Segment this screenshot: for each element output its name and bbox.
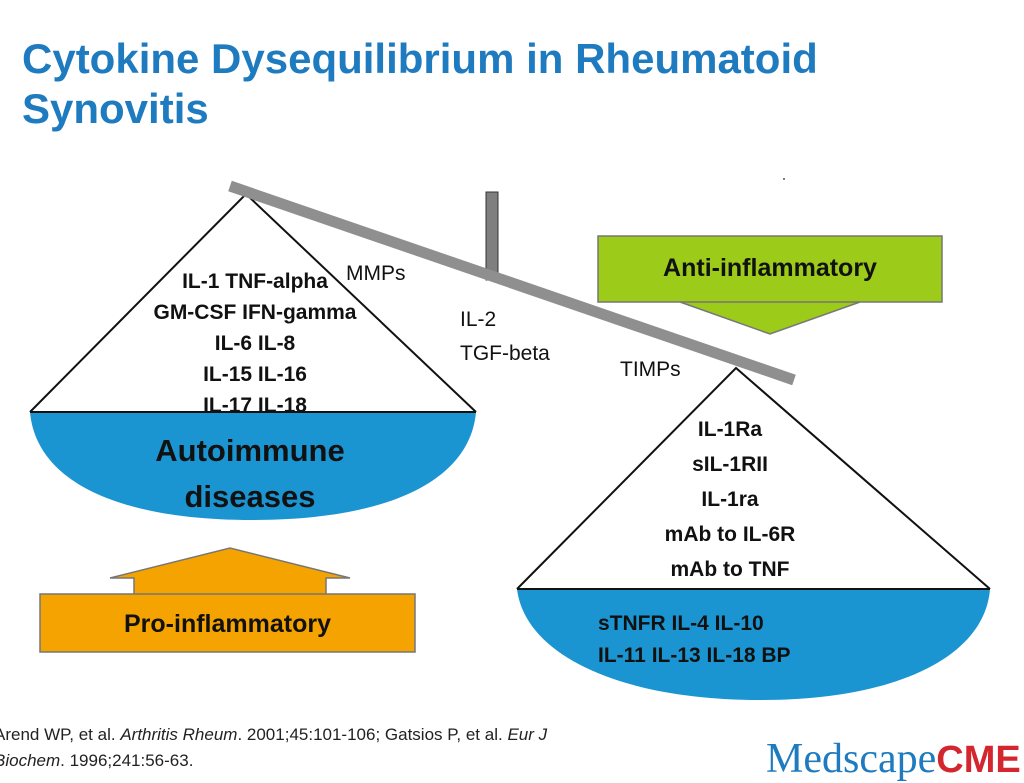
pro-cytokine-item: IL-1 TNF-alpha (182, 270, 328, 293)
anti-mediator-item: IL-1Ra (697, 418, 763, 441)
citation-text: . 2001;45:101-106; Gatsios P, et al. (237, 725, 508, 744)
left-bowl (30, 412, 476, 520)
slide-title: Cytokine Dysequilibrium in Rheumatoid Sy… (22, 34, 982, 134)
anti-bowl-text: sTNFR IL-4 IL-10 IL-11 IL-13 IL-18 BP (598, 608, 928, 672)
autoimmune-diseases-label: Autoimmune diseases (80, 428, 420, 520)
timps-label: TIMPs (620, 358, 681, 381)
pro-inflammatory-arrow (39, 547, 416, 653)
pro-cytokine-list: IL-1 TNF-alpha GM-CSF IFN-gamma IL-6 IL-… (120, 266, 390, 421)
citation-line-2: Biochem. 1996;241:56-63. (0, 748, 700, 774)
anti-mediator-item: mAb to IL-6R (664, 523, 796, 546)
speck (783, 178, 785, 180)
tgf-beta-label: TGF-beta (460, 342, 550, 365)
pro-cytokine-item: IL-15 IL-16 (203, 363, 307, 386)
pro-cytokine-item: GM-CSF IFN-gamma (153, 301, 357, 324)
balance-beam (228, 180, 796, 386)
title-line-2: Synovitis (22, 85, 209, 132)
anti-inflammatory-arrow (597, 235, 943, 335)
bowl-left-line-2: diseases (184, 479, 316, 514)
citation-line-1: Arend WP, et al. Arthritis Rheum. 2001;4… (0, 722, 700, 748)
citation-journal: Eur J (507, 725, 548, 744)
il2-label: IL-2 (460, 308, 497, 331)
pro-cytokine-item: IL-17 IL-18 (203, 394, 307, 417)
anti-mediator-item: IL-1ra (701, 488, 759, 511)
bowl-right-line-2: IL-11 IL-13 IL-18 BP (598, 644, 791, 667)
citation-journal: Biochem (0, 751, 61, 770)
anti-inflammatory-label: Anti-inflammatory (663, 254, 877, 282)
bowl-right-line-1: sTNFR IL-4 IL-10 (598, 612, 764, 635)
citation-text: . 1996;241:56-63. (60, 751, 194, 770)
bowl-left-line-1: Autoimmune (155, 433, 345, 468)
right-scale-triangle (516, 366, 991, 590)
mmps-label: MMPs (346, 262, 406, 285)
citation-journal: Arthritis Rheum (120, 725, 238, 744)
pro-cytokine-item: IL-6 IL-8 (214, 332, 296, 355)
anti-mediator-list: IL-1Ra sIL-1RII IL-1ra mAb to IL-6R mAb … (600, 412, 860, 587)
anti-mediator-item: sIL-1RII (692, 453, 768, 476)
citation-text: Arend WP, et al. (0, 725, 121, 744)
pro-inflammatory-label: Pro-inflammatory (124, 610, 331, 638)
logo-text: Medscape (766, 736, 937, 782)
right-bowl (517, 589, 990, 700)
logo-suffix: CME (936, 739, 1021, 781)
fulcrum-post (485, 191, 499, 281)
medscape-cme-logo: MedscapeCME (766, 735, 1021, 783)
title-line-1: Cytokine Dysequilibrium in Rheumatoid (22, 35, 818, 82)
citation: Arend WP, et al. Arthritis Rheum. 2001;4… (0, 722, 700, 774)
anti-mediator-item: mAb to TNF (670, 558, 790, 581)
